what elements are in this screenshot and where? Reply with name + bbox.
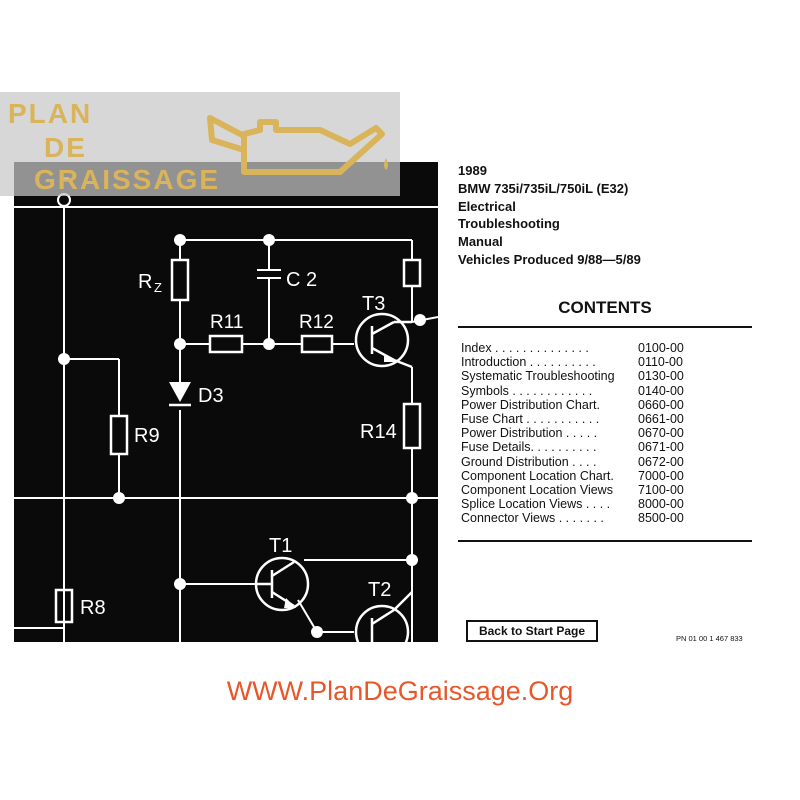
toc-code: 0671-00: [638, 440, 684, 455]
manual-header: 1989 BMW 735i/735iL/750iL (E32) Electric…: [458, 162, 758, 269]
toc-code: 0661-00: [638, 411, 684, 426]
manual-title-line-3: Manual: [458, 234, 503, 250]
toc-code: 0672-00: [638, 454, 684, 469]
toc-code: 8000-00: [638, 497, 684, 512]
toc-item-component-location-chart[interactable]: Component Location Chart. 7000-00: [461, 469, 751, 483]
label-c2: C 2: [286, 269, 317, 291]
contents-bottom-rule: [458, 540, 752, 542]
manual-produced: Vehicles Produced 9/88—5/89: [458, 251, 641, 267]
toc-title: Fuse Details. . . . . . . . . .: [461, 440, 597, 455]
manual-title-line-2: Troubleshooting: [458, 216, 560, 232]
toc-item-symbols[interactable]: Symbols . . . . . . . . . . . . 0140-00: [461, 384, 751, 398]
label-d3: D3: [198, 385, 224, 407]
toc-title: Connector Views . . . . . . .: [461, 511, 604, 526]
toc-code: 0110-00: [638, 355, 683, 370]
label-rz-sub: Z: [154, 280, 162, 295]
label-r8: R8: [80, 597, 106, 619]
watermark-line-1: PLAN: [8, 98, 93, 129]
toc-item-fuse-chart[interactable]: Fuse Chart . . . . . . . . . . . 0661-00: [461, 412, 751, 426]
label-t3: T3: [362, 293, 385, 315]
toc-title: Splice Location Views . . . .: [461, 497, 611, 512]
manual-year: 1989: [458, 163, 487, 178]
toc-item-introduction[interactable]: Introduction . . . . . . . . . . 0110-00: [461, 355, 751, 369]
label-r14: R14: [360, 421, 397, 443]
contents-top-rule: [458, 326, 752, 328]
toc-title: Power Distribution . . . . .: [461, 426, 598, 441]
contents-list: Index . . . . . . . . . . . . . . 0100-00…: [461, 341, 751, 525]
toc-item-ground-distribution[interactable]: Ground Distribution . . . . 0672-00: [461, 455, 751, 469]
toc-title: Fuse Chart . . . . . . . . . . .: [461, 411, 600, 426]
toc-title: Component Location Views: [461, 482, 613, 497]
part-number: PN 01 00 1 467 833: [676, 634, 743, 643]
watermark-line-2: DE: [44, 132, 87, 163]
label-r9: R9: [134, 425, 160, 447]
toc-title: Component Location Chart.: [461, 468, 614, 483]
toc-item-component-location-views[interactable]: Component Location Views 7100-00: [461, 483, 751, 497]
toc-code: 0100-00: [638, 341, 684, 355]
toc-title: Ground Distribution . . . .: [461, 454, 597, 469]
website-link[interactable]: WWW.PlanDeGraissage.Org: [226, 676, 574, 706]
watermark-line-3: GRAISSAGE: [34, 164, 221, 195]
toc-code: 8500-00: [638, 511, 684, 526]
toc-code: 0130-00: [638, 369, 684, 384]
toc-item-connector-views[interactable]: Connector Views . . . . . . . 8500-00: [461, 511, 751, 525]
label-r11: R11: [210, 312, 243, 333]
toc-item-systematic-troubleshooting[interactable]: Systematic Troubleshooting 0130-00: [461, 369, 751, 383]
circuit-diagram: F R Z C 2 T3 R11 R12 D3 R9 R14 T1 T2 R8: [14, 168, 438, 642]
back-to-start-button[interactable]: Back to Start Page: [466, 620, 598, 642]
toc-code: 7100-00: [638, 482, 684, 497]
manual-title-line-1: Electrical: [458, 198, 516, 214]
toc-item-fuse-details[interactable]: Fuse Details. . . . . . . . . . 0671-00: [461, 440, 751, 454]
circuit-schematic: F R Z C 2 T3 R11 R12 D3 R9 R14 T1 T2 R8: [14, 162, 438, 642]
toc-item-power-distribution-chart[interactable]: Power Distribution Chart. 0660-00: [461, 398, 751, 412]
toc-code: 0660-00: [638, 397, 684, 412]
toc-title: Power Distribution Chart.: [461, 397, 600, 412]
label-t1: T1: [269, 535, 292, 557]
contents-title: CONTENTS: [558, 298, 652, 317]
oil-can-icon: [207, 115, 388, 175]
toc-title: Systematic Troubleshooting: [461, 369, 615, 384]
manual-model: BMW 735i/735iL/750iL (E32): [458, 180, 629, 196]
label-r12: R12: [299, 312, 334, 333]
toc-item-index[interactable]: Index . . . . . . . . . . . . . . 0100-00: [461, 341, 751, 355]
toc-item-power-distribution[interactable]: Power Distribution . . . . . 0670-00: [461, 426, 751, 440]
toc-title: Symbols . . . . . . . . . . . .: [461, 383, 593, 398]
watermark-banner: [0, 92, 400, 196]
toc-title: Index . . . . . . . . . . . . . .: [461, 341, 589, 355]
toc-item-splice-location-views[interactable]: Splice Location Views . . . . 8000-00: [461, 497, 751, 511]
toc-code: 7000-00: [638, 468, 684, 483]
label-t2: T2: [368, 579, 391, 601]
label-rz: R: [138, 271, 152, 293]
toc-code: 0670-00: [638, 426, 684, 441]
toc-code: 0140-00: [638, 383, 684, 398]
toc-title: Introduction . . . . . . . . . .: [461, 355, 596, 370]
